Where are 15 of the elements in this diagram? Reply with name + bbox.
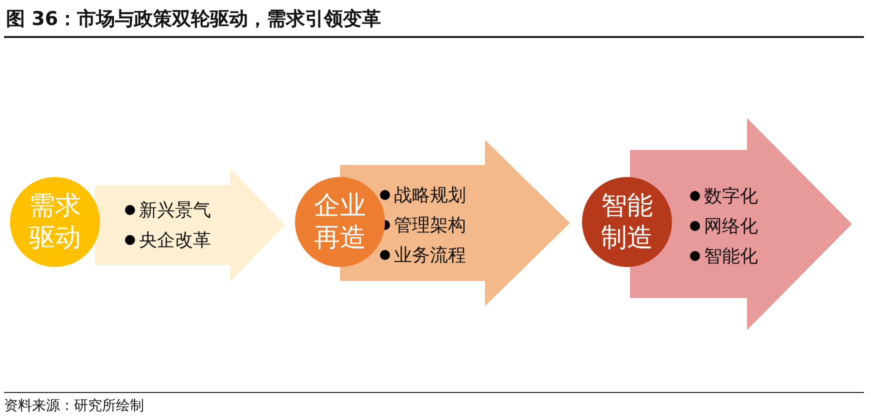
list-item-text: 数字化 (704, 184, 758, 208)
list-item-text: 新兴景气 (139, 199, 211, 222)
list-item-text: 央企改革 (139, 229, 211, 252)
figure-title: 图 36：市场与政策双轮驱动，需求引领变革 (6, 7, 382, 32)
list-item-text: 战略规划 (394, 184, 466, 206)
list-item-text: 智能化 (704, 244, 758, 268)
badge-label: 企业再造 (313, 190, 367, 254)
list-item-text: 网络化 (704, 214, 758, 238)
source-note: 资料来源：研究所绘制 (4, 397, 144, 415)
list-item-text: 管理架构 (394, 214, 466, 236)
badge-label: 智能制造 (600, 190, 654, 254)
list-item-text: 业务流程 (394, 244, 466, 266)
badge-label: 需求驱动 (28, 190, 82, 254)
arrow-shape (95, 168, 285, 282)
arrow-shape (340, 140, 570, 306)
